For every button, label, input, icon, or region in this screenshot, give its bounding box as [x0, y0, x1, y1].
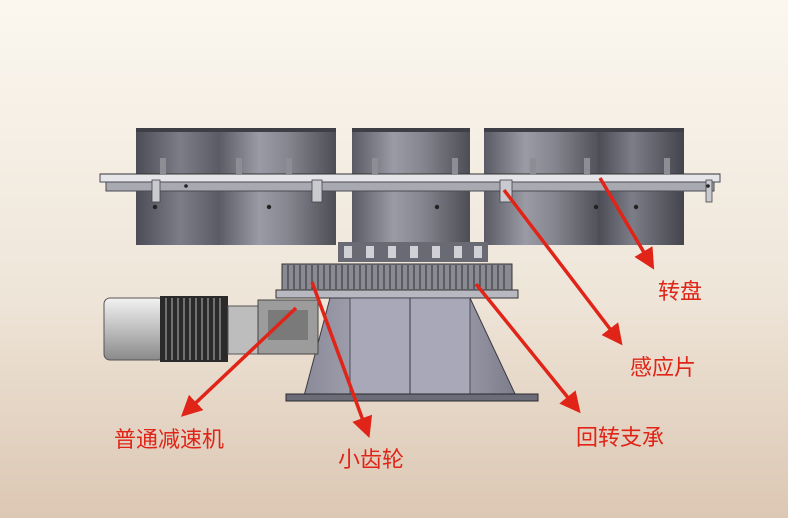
pedestal [285, 297, 539, 402]
arrow-pinion [310, 281, 373, 438]
barrel-rim [598, 128, 684, 132]
label-reducer: 普通减速机 [114, 428, 225, 453]
barrel-rim [136, 128, 246, 132]
arrow-slewing-bearing [474, 282, 581, 414]
label-slewing-bearing: 回转支承 [576, 426, 665, 451]
gear-ring [275, 263, 519, 299]
arrow-reducer [180, 306, 298, 417]
arrow-sensor-plate [502, 188, 623, 346]
label-pinion: 小齿轮 [338, 448, 405, 473]
gear-teeth [287, 265, 505, 289]
barrel-rim [352, 128, 470, 132]
label-sensor-plate: 感应片 [630, 356, 697, 381]
callout-arrows [180, 177, 655, 438]
label-turntable: 转盘 [658, 280, 703, 305]
barrel-rim [484, 128, 602, 132]
arrow-turntable [598, 177, 655, 270]
motor-reducer [103, 296, 319, 362]
barrel-rim [218, 128, 336, 132]
hub [338, 242, 488, 262]
